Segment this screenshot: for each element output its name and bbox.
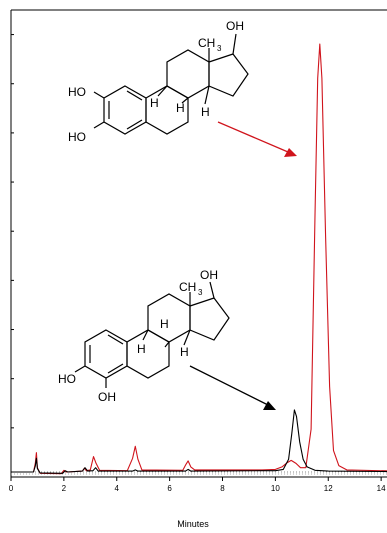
bottom-h-bond-14 [183,329,191,346]
ring-a-double-bond-2 [126,90,143,101]
top-ho-3-label: HO [68,130,86,144]
x-tick-label: 0 [9,484,14,493]
series-line-black [11,409,387,474]
x-tick-label: 4 [115,484,120,493]
series-line-red [11,43,387,475]
x-axis: 0 2 4 6 8 10 12 14 [9,476,387,493]
ring-a-bottom-double-bond-2 [107,334,124,345]
arrow-red [217,121,297,157]
arrow-red-head [284,148,297,157]
top-h-9-label: H [150,96,159,110]
oh-bond-2 [93,91,105,99]
x-tick-label: 14 [377,484,386,493]
bottom-ch3-label: CH [179,280,196,294]
bottom-h-bond-8 [164,341,170,348]
bottom-oh-17-label: OH [200,268,218,282]
top-ch3-subscript: 3 [217,44,222,53]
top-ho-2-label: HO [68,85,86,99]
arrow-black-head [263,401,276,410]
bottom-h-9-label: H [137,342,146,356]
bottom-oh-bond-3 [74,365,86,373]
ring-a-bottom-double-bond-3 [107,363,124,374]
ring-a-double-bond-3 [126,119,143,130]
bottom-oh-bond-17 [209,281,215,299]
ring-d-bottom [189,297,230,341]
h-bond-14 [204,85,210,105]
top-h-8-label: H [176,101,185,115]
x-tick-label: 2 [62,484,67,493]
ring-a-bottom [84,329,128,379]
bottom-ho-3-label: HO [58,372,76,386]
x-tick-label: 10 [271,484,280,493]
ring-d-top [208,53,249,97]
bottom-h-bond-9 [142,329,149,341]
h-bond-9 [157,85,168,97]
bottom-h-14-label: H [180,345,189,359]
bottom-ch3-subscript: 3 [198,288,203,297]
bottom-oh-4-label: OH [98,390,116,404]
plot-frame [10,9,387,478]
top-ch3-label: CH [198,36,215,50]
x-axis-title: Minutes [177,519,209,529]
molecule-labels-top: HO HO OH CH 3 H H H [68,19,244,144]
molecule-structure-bottom [74,281,230,388]
ring-c-bottom [147,293,191,343]
x-tick-label: 12 [324,484,333,493]
bottom-h-8-label: H [160,317,169,331]
oh-bond-17 [232,33,237,55]
arrow-red-shaft [217,121,289,153]
ring-b-bottom [126,329,170,379]
x-tick-label: 6 [167,484,172,493]
arrow-black [189,365,276,410]
arrow-black-shaft [189,365,269,406]
oh-bond-3 [93,121,105,129]
top-h-14-label: H [201,105,210,119]
x-tick-label: 8 [220,484,225,493]
top-oh-17-label: OH [226,19,244,33]
h-bond-8 [181,97,189,104]
series-layer [11,43,387,475]
ring-a-top [103,85,147,135]
molecule-labels-bottom: HO OH OH CH 3 H H H [58,268,218,404]
molecule-structure-top [93,33,249,135]
ring-c-top [166,49,210,99]
